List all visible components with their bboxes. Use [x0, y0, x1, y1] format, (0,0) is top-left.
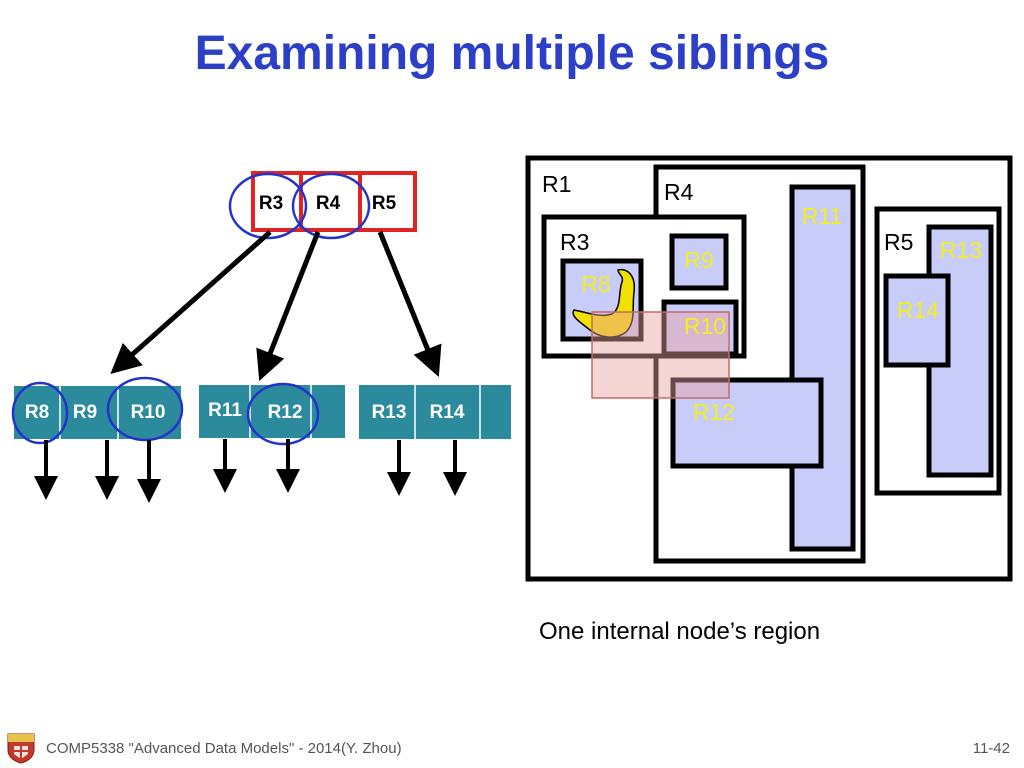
region-r12: [670, 377, 824, 469]
arrow-r5-to-leaf3: [377, 231, 442, 377]
leaf-pointer-arrows: [34, 439, 467, 503]
highlight-circle-r8: [11, 381, 69, 445]
tree-arrows: [110, 230, 442, 381]
leaf-node-2: R11 R12: [199, 382, 345, 446]
leaf-entry-r10: R10: [131, 402, 166, 423]
root-entry-r4: R4: [316, 193, 341, 214]
university-crest-icon: [7, 733, 35, 764]
leaf-entry-r8: R8: [25, 402, 49, 423]
root-entry-r5: R5: [372, 193, 397, 214]
region-label-r9: R9: [684, 247, 713, 273]
root-entry-r3: R3: [259, 193, 283, 214]
region-label-r5: R5: [884, 229, 913, 255]
region-caption: One internal node’s region: [539, 618, 821, 645]
spatial-regions: R1 R4 R5 R3 R11 R13 R14 R9: [525, 155, 1013, 582]
arrow-r4-to-leaf2: [256, 231, 321, 381]
root-node-border: [251, 171, 417, 232]
region-label-r1: R1: [542, 171, 571, 197]
region-label-r11: R11: [802, 203, 843, 229]
highlight-circle-r4: [291, 172, 371, 240]
region-label-r12: R12: [693, 399, 735, 425]
region-label-r10: R10: [684, 313, 726, 339]
root-node: R3 R4 R5: [228, 171, 417, 240]
region-label-r14: R14: [897, 297, 939, 323]
spatial-object-shape: [572, 268, 636, 338]
slide-title: Examining multiple siblings: [194, 27, 830, 80]
footer-course: COMP5338 "Advanced Data Models" - 2014(Y…: [46, 740, 402, 757]
leaf-node-2-body: [199, 385, 345, 438]
highlight-circle-r3: [228, 172, 308, 240]
highlight-circle-r12: [246, 382, 320, 446]
region-label-r3: R3: [560, 229, 589, 255]
leaf-entry-r12: R12: [268, 402, 303, 423]
leaf-entry-r14: R14: [430, 402, 465, 423]
region-label-r8: R8: [581, 271, 610, 297]
highlight-circle-r10: [106, 376, 184, 442]
leaf-node-1: R8 R9 R10: [11, 376, 184, 445]
leaf-entry-r9: R9: [73, 402, 97, 423]
region-r11: [789, 184, 856, 552]
page-number: 11-42: [972, 740, 1010, 757]
region-r14: [883, 273, 951, 368]
region-label-r13: R13: [940, 237, 982, 263]
region-label-r4: R4: [664, 179, 694, 205]
leaf-entry-r13: R13: [372, 402, 407, 423]
leaf-node-1-body: [14, 386, 181, 439]
leaf-node-3-body: [359, 385, 511, 439]
leaf-entry-r11: R11: [208, 400, 242, 421]
leaf-node-3: R13 R14: [359, 385, 511, 439]
region-r10: [661, 299, 739, 357]
arrow-r3-to-leaf1: [110, 230, 272, 374]
region-r13: [926, 224, 994, 478]
query-window: [591, 311, 730, 399]
region-r9: [669, 233, 729, 291]
